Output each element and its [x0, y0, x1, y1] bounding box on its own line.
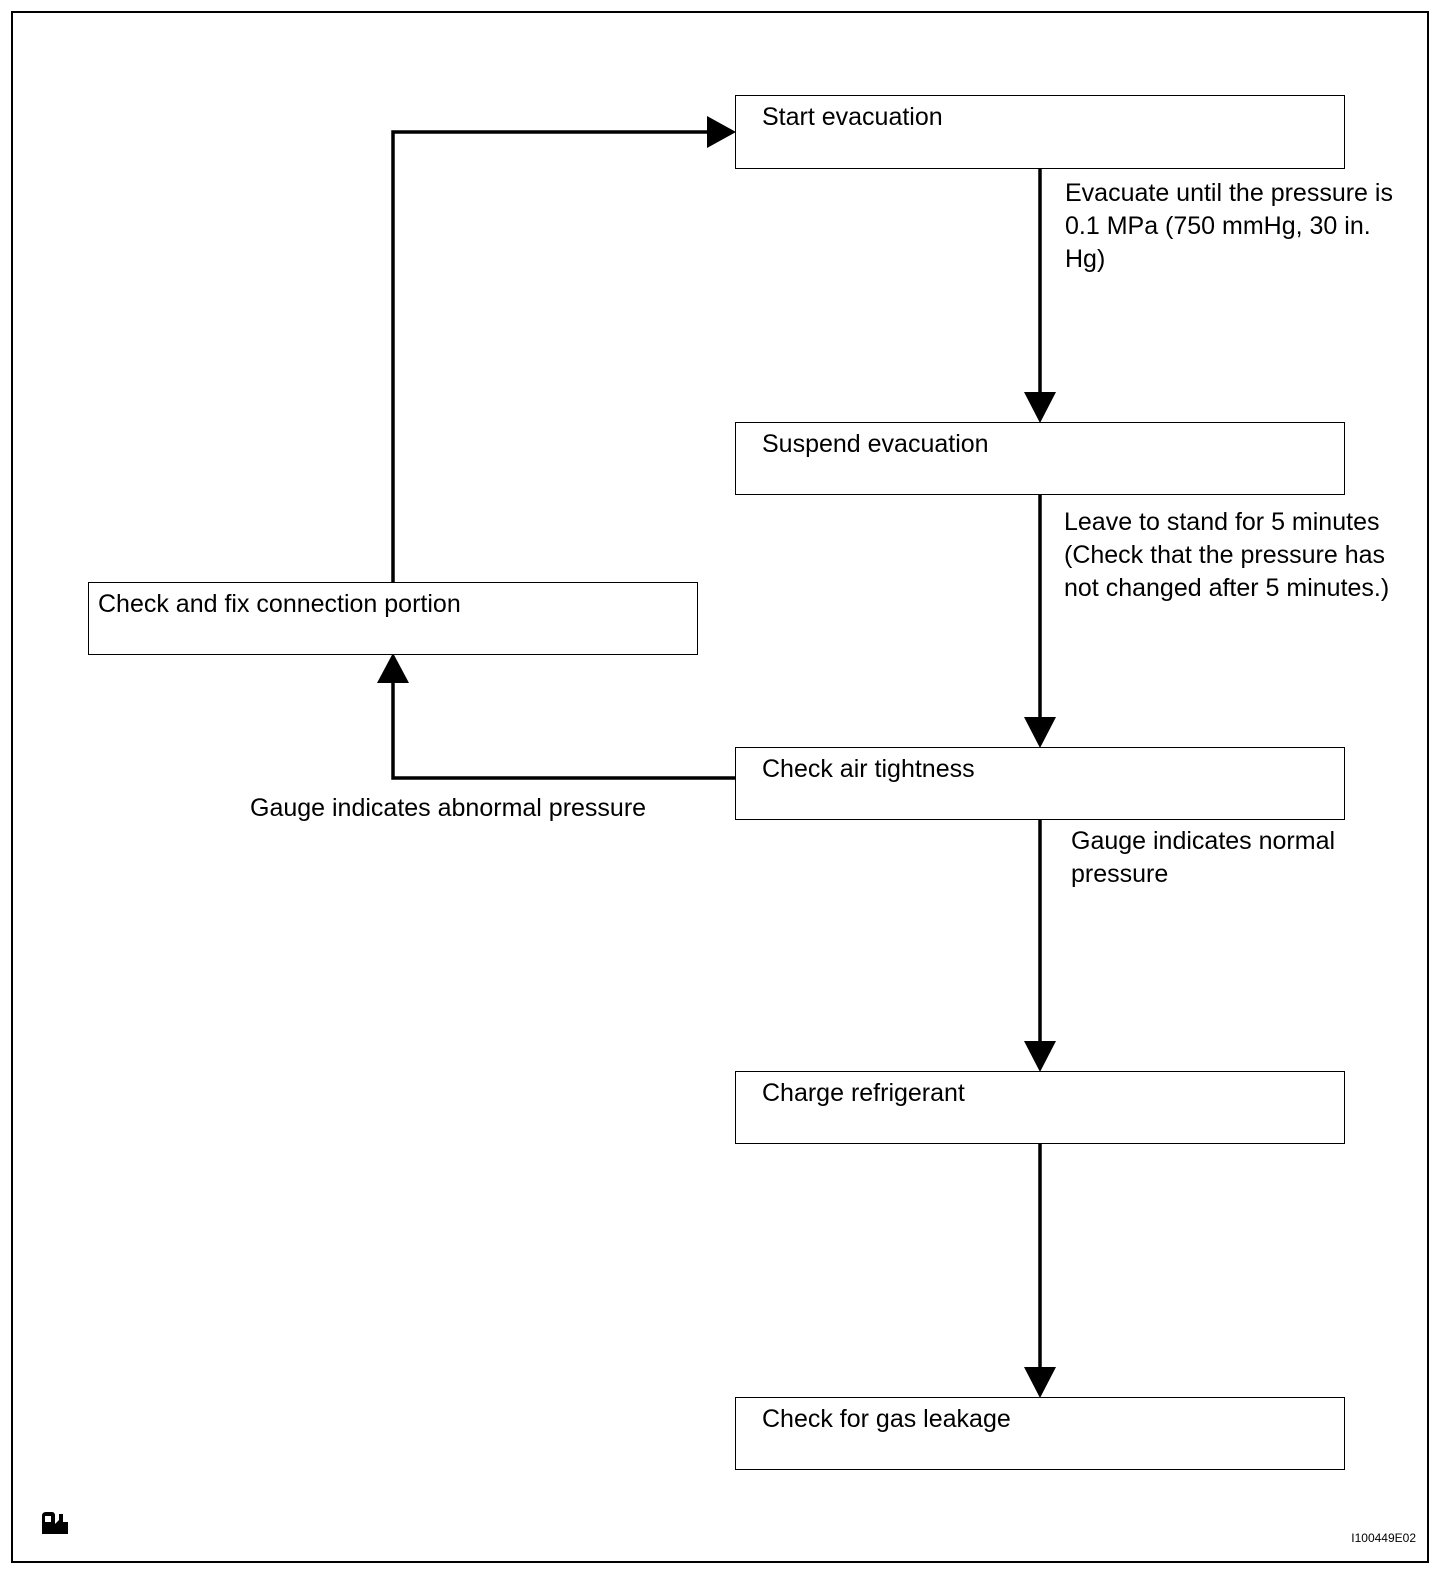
connector-check-air-to-fix [391, 683, 736, 780]
note-line: Gauge indicates normal [1071, 827, 1336, 855]
step-label: Check and fix connection portion [98, 590, 461, 618]
step-label: Check for gas leakage [762, 1405, 1011, 1433]
step-label: Check air tightness [762, 755, 975, 783]
arrowhead-to-fix [377, 653, 409, 683]
step-check-gas-leakage: Check for gas leakage [735, 1397, 1345, 1470]
step-label: Start evacuation [762, 103, 943, 131]
arrowhead-to-start [707, 116, 736, 148]
step-charge-refrigerant: Charge refrigerant [735, 1071, 1345, 1144]
connector-fix-to-start [391, 130, 707, 582]
note-line: Hg) [1065, 245, 1106, 273]
note-line: not changed after 5 minutes.) [1064, 574, 1390, 602]
note-line: pressure [1071, 860, 1169, 888]
note-line: (Check that the pressure has [1064, 541, 1385, 569]
figure-id: I100449E02 [1351, 1531, 1416, 1545]
arrowhead-to-charge [1024, 1041, 1056, 1072]
note-leave-to-stand: Leave to stand for 5 minutes (Check that… [1064, 506, 1389, 605]
note-line: Evacuate until the pressure is [1065, 179, 1393, 207]
arrowhead-to-check-air [1024, 717, 1056, 748]
step-start-evacuation: Start evacuation [735, 95, 1345, 169]
note-line: Leave to stand for 5 minutes [1064, 508, 1380, 536]
note-normal-pressure: Gauge indicates normal pressure [1071, 825, 1335, 891]
manual-reference-icon [42, 1512, 68, 1534]
diagram-frame [11, 11, 1429, 1563]
note-line: 0.1 MPa (750 mmHg, 30 in. [1065, 212, 1371, 240]
step-label: Suspend evacuation [762, 430, 989, 458]
note-abnormal-pressure: Gauge indicates abnormal pressure [250, 792, 646, 825]
note-line: Gauge indicates abnormal pressure [250, 794, 647, 822]
arrowhead-to-suspend [1024, 392, 1056, 423]
note-evacuate-pressure: Evacuate until the pressure is 0.1 MPa (… [1065, 177, 1393, 276]
arrowhead-to-gas-leak [1024, 1367, 1056, 1398]
step-check-air-tightness: Check air tightness [735, 747, 1345, 820]
step-label: Charge refrigerant [762, 1079, 965, 1107]
step-suspend-evacuation: Suspend evacuation [735, 422, 1345, 495]
step-check-fix-connection: Check and fix connection portion [88, 582, 698, 655]
